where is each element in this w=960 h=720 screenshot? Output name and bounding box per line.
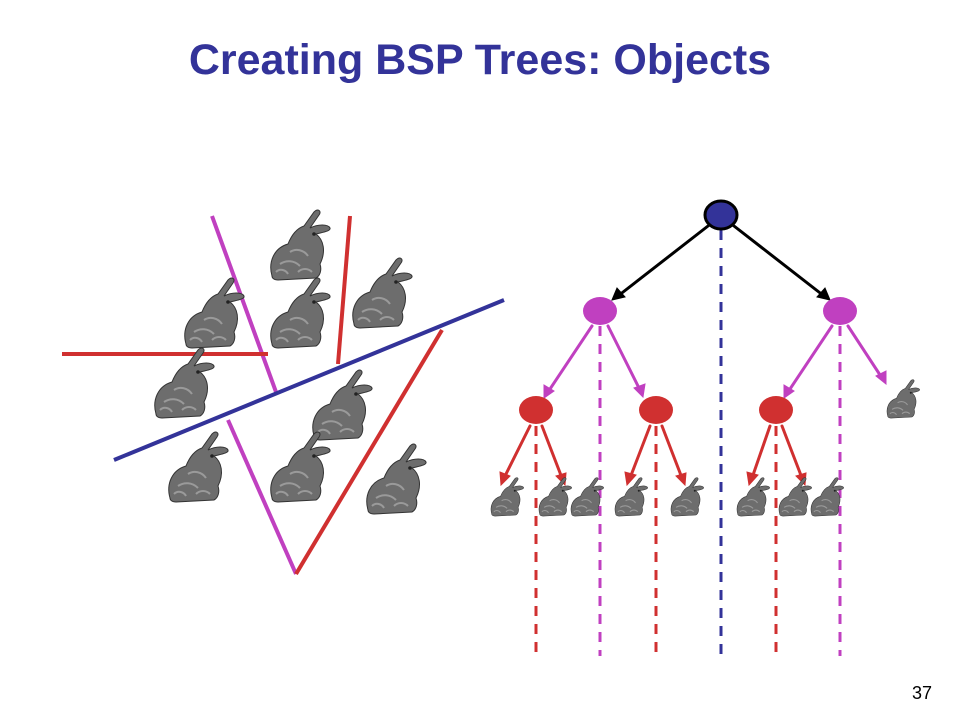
leaf-bunny-icon <box>570 477 605 517</box>
second-split-line-upper <box>210 215 278 393</box>
leaf-bunny-icon <box>778 477 813 517</box>
bunny-icon <box>269 209 332 281</box>
tree-arrowhead <box>675 472 687 487</box>
tree-arrowhead <box>816 287 831 301</box>
tree-edge <box>502 424 532 480</box>
tree-arrowhead <box>875 370 887 386</box>
tree-edge <box>846 324 884 380</box>
third-split-line-top <box>336 215 352 365</box>
tree-edge <box>540 424 564 480</box>
slide-title: Creating BSP Trees: Objects <box>188 36 772 84</box>
leaf-bunny-icon <box>736 477 771 517</box>
tree-arrowhead <box>633 383 646 399</box>
tree-arrowhead <box>746 471 759 487</box>
bunny-icon <box>351 257 414 329</box>
bunny-icon <box>183 277 246 349</box>
bunny-icon <box>311 369 374 441</box>
tree-node-level1-left <box>583 297 617 325</box>
tree-edge <box>732 224 826 298</box>
second-split-line-lower <box>226 419 298 575</box>
leaf-bunny-icon <box>670 477 705 517</box>
page-number: 37 <box>911 683 932 703</box>
leaf-bunny-icon <box>810 477 845 517</box>
bunny-icon <box>167 431 230 503</box>
bsp-tree-panel <box>490 199 921 656</box>
tree-node-level1-right <box>823 297 857 325</box>
tree-edge <box>780 424 804 480</box>
bunny-icon <box>153 347 216 419</box>
tree-edge <box>546 324 594 394</box>
leaf-bunny-icon <box>614 477 649 517</box>
scene-panel <box>62 209 505 576</box>
tree-node-level2-1 <box>519 396 553 424</box>
tree-edge <box>750 424 772 480</box>
root-split-line <box>113 298 505 462</box>
tree-arrowhead <box>543 384 555 399</box>
tree-edge <box>606 324 642 392</box>
tree-arrowhead <box>783 384 795 399</box>
tree-node-level2-3 <box>759 396 793 424</box>
bunny-icon <box>365 443 428 515</box>
tree-arrowhead <box>624 471 637 487</box>
tree-arrowhead <box>499 471 511 487</box>
tree-edge <box>660 424 684 480</box>
tree-root-node <box>703 199 739 231</box>
tree-edges <box>499 224 887 487</box>
tree-edge <box>628 424 652 480</box>
bunny-icon <box>269 431 332 503</box>
leaf-bunny-icon <box>886 379 921 419</box>
tree-edge <box>786 324 834 394</box>
leaf-bunny-icon <box>490 477 525 517</box>
leaf-bunny-icon <box>538 477 573 517</box>
tree-edge <box>616 224 710 298</box>
bunny-icon <box>269 277 332 349</box>
third-split-line-right <box>294 328 444 576</box>
tree-node-level2-2 <box>639 396 673 424</box>
tree-arrowhead <box>611 287 626 301</box>
